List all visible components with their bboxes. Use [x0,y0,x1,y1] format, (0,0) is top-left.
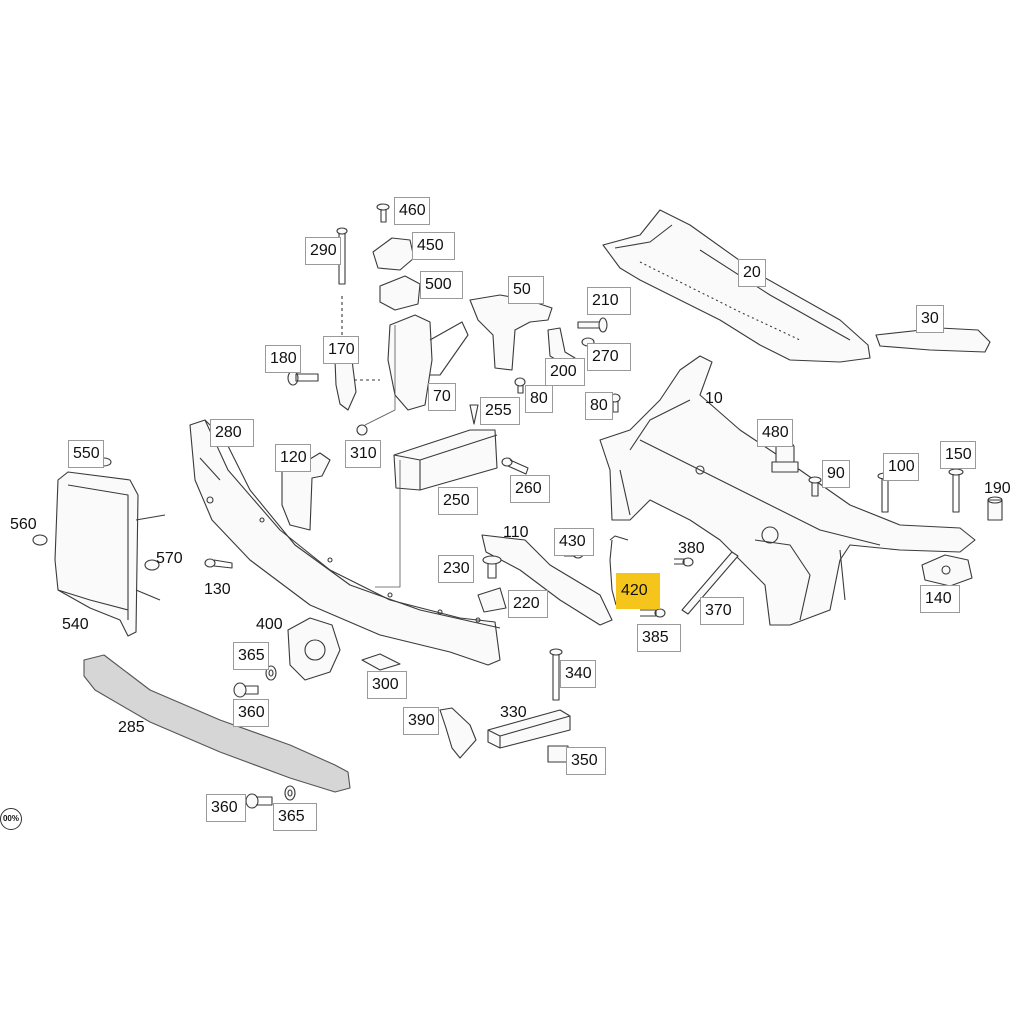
screw-385 [640,608,666,618]
zoom-badge[interactable]: 00% [0,808,22,830]
label-260: 260 [510,475,550,503]
label-380: 380 [678,540,705,557]
part-420-rod [609,535,629,606]
part-190-buffer [987,496,1003,521]
label-370: 370 [700,597,744,625]
label-300: 300 [367,671,407,699]
label-220: 220 [508,590,548,618]
washer-365-b [284,785,296,801]
label-90: 90 [822,460,850,488]
label-130: 130 [204,581,231,598]
label-190: 190 [984,480,1011,497]
screw-130 [204,558,233,569]
part-110-stiffener [481,534,613,626]
label-180: 180 [265,345,301,373]
bolt-180 [287,370,319,386]
label-385: 385 [637,624,681,652]
label-285: 285 [118,719,145,736]
part-120-plate [281,452,331,531]
fastener-80-a [514,377,526,394]
label-365b: 365 [273,803,317,831]
part-560-nut [32,534,48,546]
label-430: 430 [554,528,594,556]
label-550: 550 [68,440,104,468]
part-500-lock [379,275,421,311]
label-70: 70 [428,383,456,411]
label-100: 100 [883,453,919,481]
part-30-bracket [875,327,991,353]
label-570: 570 [156,550,183,567]
label-200: 200 [545,358,585,386]
part-20-upper-cross-member [602,209,871,363]
label-20: 20 [738,259,766,287]
part-370-strut [681,551,739,615]
label-270: 270 [587,343,631,371]
part-460-screw [376,203,390,223]
fastener-310 [356,424,368,436]
part-220-bracket [477,587,507,613]
part-400-horn [287,617,341,681]
label-210: 210 [587,287,631,315]
label-80a: 80 [525,385,553,413]
label-450: 450 [412,232,455,260]
label-230: 230 [438,555,474,583]
screw-230 [482,555,502,579]
bolt-360-a [233,682,259,698]
part-330-tube [487,709,571,749]
label-390: 390 [403,707,439,735]
bolt-340 [549,648,563,701]
screw-260 [501,457,529,475]
label-460: 460 [394,197,430,225]
bolt-360-b [245,793,273,809]
label-110: 110 [503,524,529,541]
label-140: 140 [920,585,960,613]
fastener-90 [808,476,822,497]
label-360a: 360 [233,699,269,727]
label-420-highlighted: 420 [616,573,660,609]
fastener-210 [577,317,608,333]
label-540: 540 [62,616,89,633]
label-50: 50 [508,276,544,304]
part-450-hood-latch [372,237,415,271]
leader-lines [364,325,401,588]
part-70-latch-support [387,314,469,411]
label-250: 250 [438,487,478,515]
label-290: 290 [305,237,341,265]
part-140-mount [921,554,973,587]
label-120: 120 [275,444,311,472]
screw-380 [674,557,694,567]
part-300-clip [361,653,401,671]
label-365a: 365 [233,642,269,670]
label-80b: 80 [585,392,613,420]
label-340: 340 [560,660,596,688]
part-350-buffer [547,745,569,763]
part-570-nut [144,559,160,571]
fastener-150 [948,468,964,513]
part-540-radiator-bracket [54,471,166,637]
label-480: 480 [757,419,793,447]
label-330: 330 [500,704,527,721]
label-280: 280 [210,419,254,447]
label-360b: 360 [206,794,246,822]
label-500: 500 [420,271,463,299]
part-10-front-end-carrier [599,355,976,626]
part-390-bracket [439,707,477,759]
label-310: 310 [345,440,381,468]
label-560: 560 [10,516,37,533]
part-285-lower-cross-member [83,654,351,793]
label-350: 350 [566,747,606,775]
label-255: 255 [480,397,520,425]
label-30: 30 [916,305,944,333]
part-250-duct [393,429,498,491]
label-10: 10 [705,390,723,407]
part-200-bracket [547,327,576,363]
label-150: 150 [940,441,976,469]
clip-255 [469,404,479,425]
label-170: 170 [323,336,359,364]
part-50-bracket [469,294,553,371]
label-400: 400 [256,616,283,633]
